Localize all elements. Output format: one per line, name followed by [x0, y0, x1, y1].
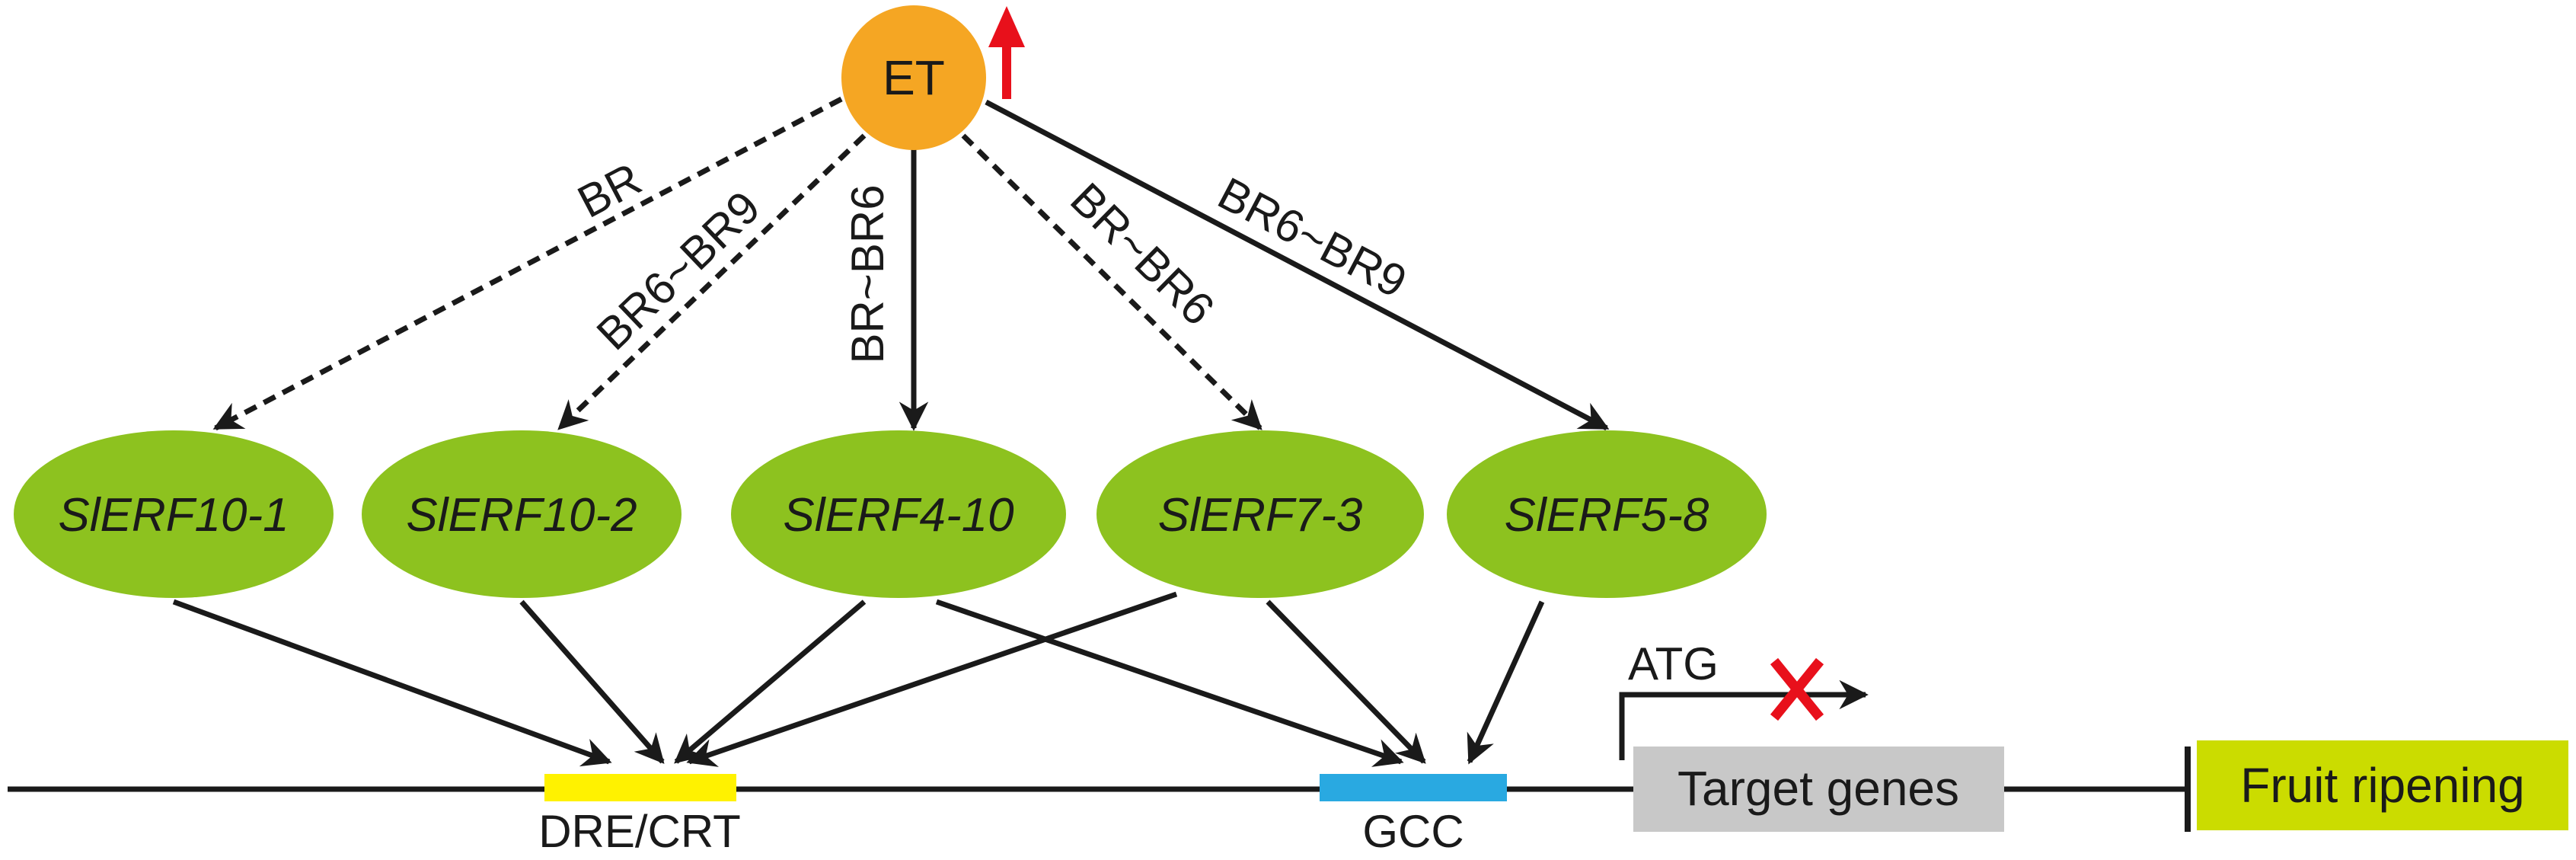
- target-genes-label: Target genes: [1677, 761, 1959, 816]
- et-label: ET: [883, 50, 945, 105]
- target-genes-box: Target genes: [1633, 747, 2004, 832]
- gene-label: SlERF5-8: [1505, 489, 1709, 542]
- dre-crt-label: DRE/CRT: [538, 806, 741, 857]
- gene-slerf10-2: SlERF10-2: [362, 430, 682, 598]
- promoter-arrow: ATG: [1619, 638, 1869, 760]
- gene-label: SlERF4-10: [783, 489, 1013, 542]
- et-edge-5: BR6~BR9: [985, 99, 1610, 431]
- binding-edges: [172, 591, 1545, 767]
- gene-label: SlERF10-1: [58, 489, 289, 542]
- et-edge-3: BR~BR6: [842, 137, 929, 431]
- fruit-ripening-label: Fruit ripening: [2240, 758, 2525, 813]
- gene-slerf10-1: SlERF10-1: [14, 430, 334, 598]
- dre-crt-element: [544, 774, 736, 801]
- gene-label: SlERF10-2: [406, 489, 637, 542]
- up-arrow-icon: [988, 6, 1025, 99]
- edge-label-br: BR: [570, 153, 650, 228]
- fruit-ripening-box: Fruit ripening: [2197, 740, 2568, 830]
- gene-label: SlERF7-3: [1158, 489, 1363, 542]
- gcc-label: GCC: [1362, 806, 1464, 857]
- gene-slerf7-3: SlERF7-3: [1096, 430, 1424, 598]
- et-node: ET: [841, 5, 986, 150]
- gcc-element: [1320, 774, 1507, 801]
- gene-slerf4-10: SlERF4-10: [731, 430, 1066, 598]
- et-edge-4: BR~BR6: [961, 133, 1262, 430]
- edge-label-br-br6-right: BR~BR6: [1061, 173, 1224, 335]
- block-x-icon: [1770, 657, 1824, 721]
- et-edge-1: BR: [212, 96, 843, 431]
- atg-label: ATG: [1628, 638, 1719, 689]
- gene-slerf5-8: SlERF5-8: [1447, 430, 1767, 598]
- edge-label-br-br6-center: BR~BR6: [842, 184, 893, 363]
